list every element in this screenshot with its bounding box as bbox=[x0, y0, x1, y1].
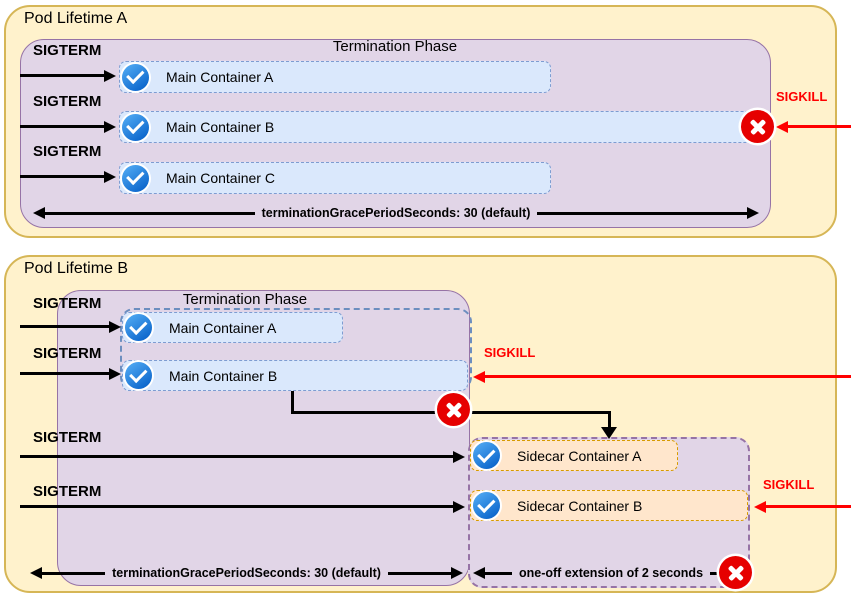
sigterm-arrow bbox=[20, 372, 110, 375]
x-circle-icon bbox=[437, 393, 470, 426]
container-label: Main Container A bbox=[169, 319, 277, 336]
sigkill-label: SIGKILL bbox=[763, 477, 815, 492]
check-circle-icon bbox=[122, 113, 149, 141]
sigkill-label: SIGKILL bbox=[776, 89, 828, 104]
check-circle-icon bbox=[122, 63, 149, 91]
container-label: Main Container C bbox=[166, 170, 275, 186]
container-label: Sidecar Container A bbox=[517, 447, 642, 464]
sigterm-label: SIGTERM bbox=[33, 429, 102, 446]
sigterm-label: SIGTERM bbox=[33, 93, 102, 110]
sidecar-container-b-box: Sidecar Container B bbox=[470, 490, 748, 521]
container-label: Main Container A bbox=[166, 69, 274, 85]
main-container-a-box: Main Container A bbox=[122, 312, 343, 343]
check-circle-icon bbox=[473, 442, 500, 469]
x-circle-icon bbox=[719, 556, 752, 589]
sigterm-arrow bbox=[20, 175, 105, 178]
container-label: Sidecar Container B bbox=[517, 497, 643, 514]
grace-period-arrow: terminationGracePeriodSeconds: 30 (defau… bbox=[30, 564, 463, 582]
pod-a-phase-title: Termination Phase bbox=[332, 38, 458, 55]
main-container-c-box: Main Container C bbox=[119, 162, 551, 194]
sigkill-label: SIGKILL bbox=[484, 345, 536, 360]
main-container-b-box: Main Container B bbox=[119, 111, 768, 143]
sigterm-arrow bbox=[20, 455, 454, 458]
extension-label: one-off extension of 2 seconds bbox=[518, 566, 704, 580]
arrowhead-right bbox=[451, 567, 463, 579]
x-circle-icon bbox=[741, 110, 774, 143]
pod-a-title: Pod Lifetime A bbox=[24, 10, 128, 27]
sidecar-container-a-box: Sidecar Container A bbox=[470, 440, 678, 471]
sigterm-label: SIGTERM bbox=[33, 295, 102, 312]
check-circle-icon bbox=[125, 314, 152, 341]
sigkill-arrow bbox=[765, 505, 851, 508]
grace-period-label: terminationGracePeriodSeconds: 30 (defau… bbox=[261, 206, 531, 220]
arrowhead-left bbox=[33, 207, 45, 219]
sigterm-label: SIGTERM bbox=[33, 143, 102, 160]
pod-b-phase-title: Termination Phase bbox=[182, 291, 308, 308]
sigkill-arrow bbox=[787, 125, 851, 128]
sigterm-arrow bbox=[20, 74, 105, 77]
grace-period-label: terminationGracePeriodSeconds: 30 (defau… bbox=[112, 566, 381, 580]
sigterm-label: SIGTERM bbox=[33, 42, 102, 59]
elbow-connector bbox=[608, 411, 611, 429]
sigterm-label: SIGTERM bbox=[33, 345, 102, 362]
grace-period-arrow: terminationGracePeriodSeconds: 30 (defau… bbox=[33, 204, 759, 222]
container-label: Main Container B bbox=[166, 119, 275, 135]
extension-arrow: one-off extension of 2 seconds bbox=[473, 564, 749, 582]
check-circle-icon bbox=[122, 164, 149, 192]
pod-b-title: Pod Lifetime B bbox=[24, 260, 129, 277]
elbow-arrowhead-down bbox=[601, 427, 617, 439]
check-circle-icon bbox=[473, 492, 500, 519]
arrowhead-left bbox=[473, 567, 485, 579]
check-circle-icon bbox=[125, 362, 152, 389]
arrowhead-left bbox=[30, 567, 42, 579]
sigterm-arrow bbox=[20, 125, 105, 128]
main-container-b-box: Main Container B bbox=[122, 360, 468, 391]
sigterm-label: SIGTERM bbox=[33, 483, 102, 500]
sigterm-arrow bbox=[20, 505, 454, 508]
container-label: Main Container B bbox=[169, 367, 278, 384]
arrowhead-right bbox=[747, 207, 759, 219]
sigterm-arrow bbox=[20, 325, 110, 328]
elbow-connector bbox=[291, 391, 294, 413]
sigkill-arrow bbox=[484, 375, 851, 378]
main-container-a-box: Main Container A bbox=[119, 61, 551, 93]
